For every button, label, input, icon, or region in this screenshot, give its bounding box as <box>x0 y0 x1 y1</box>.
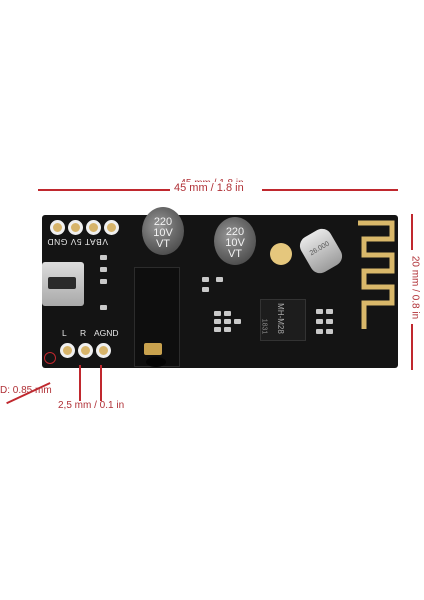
pcb-board: VBAT 5V GND L R AGND 220 10V VT 220 10V … <box>42 207 398 368</box>
pitch-label: 2,5 mm / 0.1 in <box>58 400 125 411</box>
label-agnd: AGND <box>94 328 119 338</box>
crystal-label: 26.000 <box>308 240 331 258</box>
smd-component <box>100 305 107 310</box>
header-pad-l <box>60 343 75 358</box>
top-header-labels: VBAT 5V GND <box>47 237 108 247</box>
chip-sub-label: 1831 <box>260 318 268 335</box>
smd-component <box>100 279 107 284</box>
cap1-line2: 10V <box>153 227 173 239</box>
audio-jack-hole <box>146 357 166 367</box>
smd-component <box>316 329 323 334</box>
smd-component <box>100 267 107 272</box>
smd-component <box>316 309 323 314</box>
smd-component <box>234 319 241 324</box>
smd-component <box>224 327 231 332</box>
smd-component <box>224 311 231 316</box>
smd-component <box>316 319 323 324</box>
micro-usb-slot <box>48 277 76 289</box>
height-label: 20 mm / 0.8 in <box>409 255 421 320</box>
smd-component <box>100 255 107 260</box>
main-ic-chip: MH-M28 <box>260 299 306 341</box>
hole-label: D: 0.85 mm <box>0 385 52 396</box>
pcb-antenna <box>358 220 395 329</box>
smd-component <box>202 277 209 282</box>
label-l: L <box>62 328 67 338</box>
width-label-text: 45 mm / 1.8 in <box>174 182 244 194</box>
cap2-line1: 220 <box>225 226 245 238</box>
header-pad-5v <box>68 220 83 235</box>
capacitor-1: 220 10V VT <box>142 207 184 255</box>
smd-component <box>214 319 221 324</box>
cap1-line3: VT <box>155 238 171 250</box>
header-pad-r <box>78 343 93 358</box>
smd-component <box>202 287 209 292</box>
smd-component <box>214 311 221 316</box>
header-pad-extra <box>104 220 119 235</box>
hole-marker <box>44 352 56 364</box>
cap2-line2: 10V <box>225 237 245 249</box>
chip-label: MH-M28 <box>275 303 285 334</box>
header-pad-gnd <box>86 220 101 235</box>
smd-component <box>326 329 333 334</box>
crystal-oscillator: 26.000 <box>296 225 346 277</box>
gold-test-pad <box>270 243 292 265</box>
smd-component <box>326 309 333 314</box>
capacitor-2: 220 10V VT <box>214 217 256 265</box>
smd-component <box>216 277 223 282</box>
smd-component <box>326 319 333 324</box>
header-pad-agnd <box>96 343 111 358</box>
audio-jack-gold-pin <box>144 343 162 355</box>
header-pad-vbat <box>50 220 65 235</box>
label-r: R <box>80 328 87 338</box>
cap2-line3: VT <box>227 248 243 260</box>
smd-component <box>214 327 221 332</box>
smd-component <box>224 319 231 324</box>
cap1-line1: 220 <box>153 216 173 228</box>
